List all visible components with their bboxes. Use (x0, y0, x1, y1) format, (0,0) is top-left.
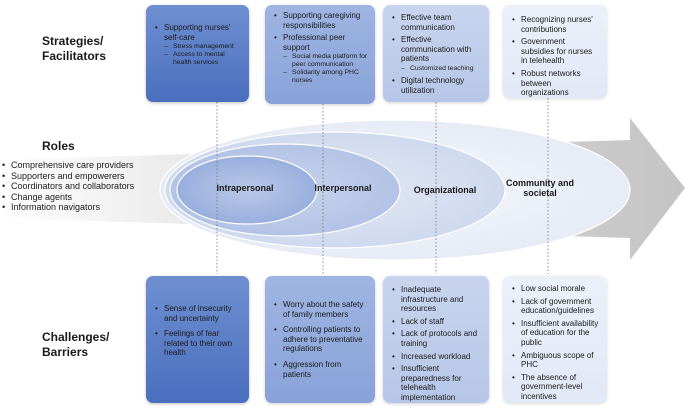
strategy-card-organizational: Effective team communication Effective c… (383, 5, 489, 102)
challenge-card-community: Low social morale Lack of government edu… (503, 276, 607, 403)
strategy-card-intrapersonal: Supporting nurses' self-care Stress mana… (146, 5, 249, 102)
level-label-organizational: Organizational (413, 185, 477, 195)
sub-item: Customized teaching (401, 65, 482, 73)
list-item: Effective team communication (390, 13, 482, 32)
sub-item: Social media platform for peer communica… (283, 53, 368, 69)
list-item: Lack of protocols and training (390, 329, 482, 348)
list-item: Feelings of fear related to their own he… (153, 329, 242, 358)
strategy-card-community: Recognizing nurses' contributions Govern… (503, 5, 607, 98)
list-item: Professional peer support Social media p… (272, 33, 368, 85)
label-roles: Roles (42, 139, 75, 153)
list-item: Aggression from patients (272, 360, 368, 379)
list-item: Insufficient availability of education f… (510, 319, 600, 348)
list-item: Lack of staff (390, 317, 482, 327)
list-item: Worry about the safety of family members (272, 300, 368, 319)
list-item: Coordinators and collaborators (2, 181, 134, 192)
ellipse-intrapersonal (176, 155, 318, 225)
list-item: Supporting caregiving responsibilities (272, 11, 368, 30)
list-item: Controlling patients to adhere to preven… (272, 325, 368, 354)
list-item: Effective communication with patients Cu… (390, 35, 482, 73)
list-item: Insufficient preparedness for telehealth… (390, 364, 482, 402)
list-item: Increased workload (390, 352, 482, 362)
list-item: Ambiguous scope of PHC (510, 351, 600, 370)
level-label-intrapersonal: Intrapersonal (216, 183, 274, 193)
challenge-card-interpersonal: Worry about the safety of family members… (265, 276, 375, 403)
connector-lines (216, 98, 549, 274)
list-item: Supporting nurses' self-care Stress mana… (153, 23, 242, 67)
roles-list: Comprehensive care providers Supporters … (2, 160, 134, 213)
list-item: The absence of government-level incentiv… (510, 373, 600, 402)
level-ellipses (159, 119, 631, 261)
sub-item: Stress management (164, 43, 242, 51)
list-item: Information navigators (2, 202, 134, 213)
challenge-card-intrapersonal: Sense of insecurity and uncertainty Feel… (146, 276, 249, 403)
list-item: Government subsidies for nurses in teleh… (510, 37, 600, 66)
label-strategies: Strategies/ Facilitators (42, 34, 107, 63)
list-item: Change agents (2, 192, 134, 203)
sub-item: Solidarity among PHC nurses (283, 69, 368, 85)
list-item: Digital technology utilization (390, 76, 482, 95)
list-item: Supporters and empowerers (2, 171, 134, 182)
list-item: Recognizing nurses' contributions (510, 15, 600, 34)
sub-item: Access to mental health services (164, 51, 242, 67)
strategy-card-interpersonal: Supporting caregiving responsibilities P… (265, 5, 375, 104)
list-item: Low social morale (510, 284, 600, 294)
list-item: Comprehensive care providers (2, 160, 134, 171)
label-challenges: Challenges/ Barriers (42, 330, 110, 359)
level-label-community: Community and societal (505, 178, 574, 198)
list-item: Inadequate infrastructure and resources (390, 285, 482, 314)
challenge-card-organizational: Inadequate infrastructure and resources … (383, 276, 489, 403)
list-item: Sense of insecurity and uncertainty (153, 304, 242, 323)
list-item: Robust networks between organizations (510, 69, 600, 98)
level-label-interpersonal: Interpersonal (314, 183, 372, 193)
list-item: Lack of government education/guidelines (510, 297, 600, 316)
